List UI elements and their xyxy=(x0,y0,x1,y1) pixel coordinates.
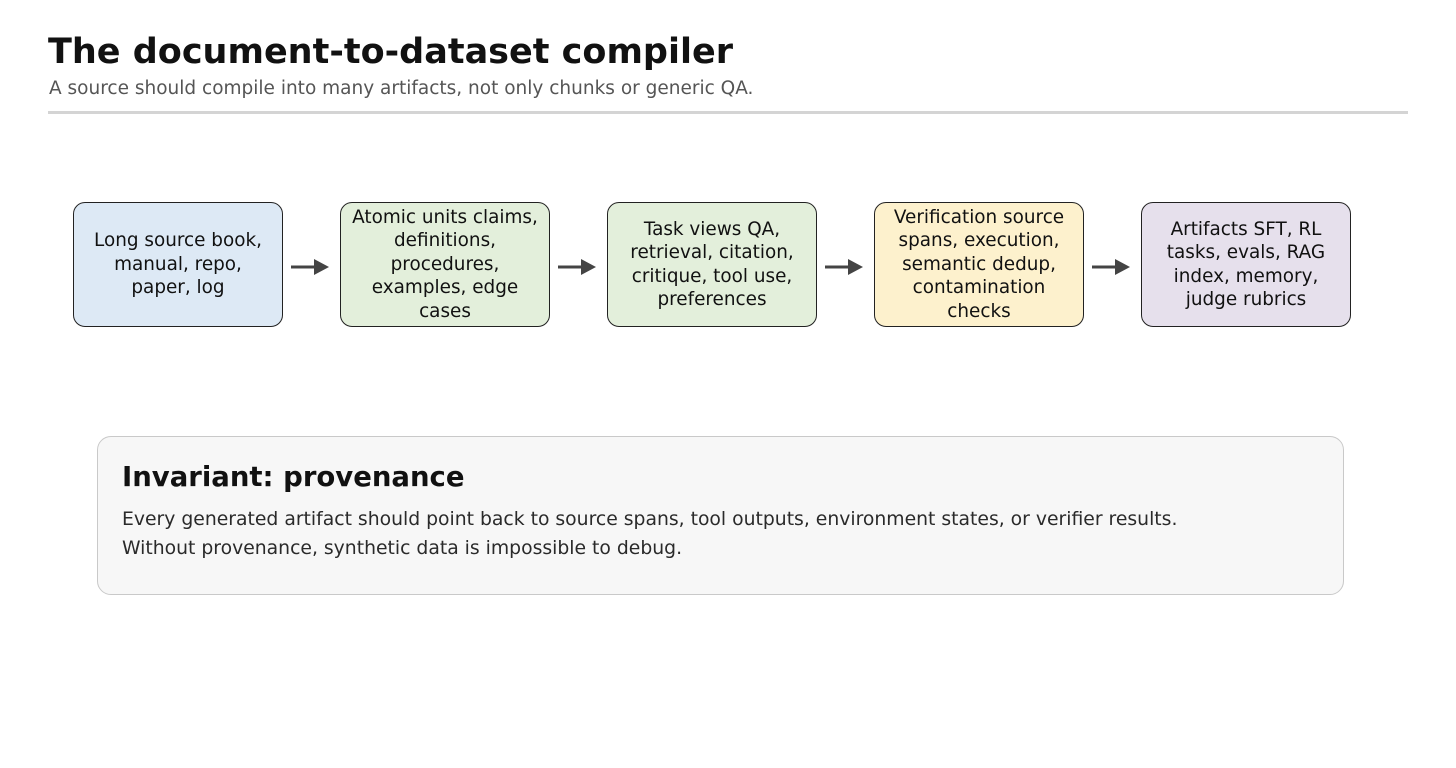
stage-task-views: Task views QA, retrieval, citation, crit… xyxy=(607,202,817,327)
stage-verification-label: Verification source spans, execution, se… xyxy=(893,206,1065,322)
arrow-icon xyxy=(1092,259,1130,275)
arrow-head xyxy=(314,259,329,275)
stage-atomic-units: Atomic units claims, definitions, proced… xyxy=(340,202,550,327)
stage-verification: Verification source spans, execution, se… xyxy=(874,202,1084,327)
page-subtitle: A source should compile into many artifa… xyxy=(49,78,754,99)
flow-arrow-4 xyxy=(1091,258,1131,276)
callout-line-2: Without provenance, synthetic data is im… xyxy=(122,538,683,559)
flow-arrow-1 xyxy=(290,258,330,276)
arrow-head xyxy=(1115,259,1130,275)
flow-arrow-2 xyxy=(557,258,597,276)
header-divider xyxy=(48,111,1408,114)
arrow-icon xyxy=(558,259,596,275)
arrow-icon xyxy=(291,259,329,275)
callout-body: Every generated artifact should point ba… xyxy=(122,505,1319,563)
stage-task-views-label: Task views QA, retrieval, citation, crit… xyxy=(630,218,794,311)
stage-artifacts-label: Artifacts SFT, RL tasks, evals, RAG inde… xyxy=(1166,218,1326,311)
callout-title: Invariant: provenance xyxy=(122,461,465,493)
arrow-head xyxy=(581,259,596,275)
arrow-icon xyxy=(825,259,863,275)
stage-artifacts: Artifacts SFT, RL tasks, evals, RAG inde… xyxy=(1141,202,1351,327)
stage-source-label: Long source book, manual, repo, paper, l… xyxy=(94,230,262,299)
arrow-head xyxy=(848,259,863,275)
callout-line-1: Every generated artifact should point ba… xyxy=(122,509,1178,530)
stage-atomic-units-label: Atomic units claims, definitions, proced… xyxy=(352,206,538,322)
flow-arrow-3 xyxy=(824,258,864,276)
provenance-callout: Invariant: provenance Every generated ar… xyxy=(97,436,1344,595)
page-title: The document-to-dataset compiler xyxy=(48,32,733,72)
stage-source: Long source book, manual, repo, paper, l… xyxy=(73,202,283,327)
